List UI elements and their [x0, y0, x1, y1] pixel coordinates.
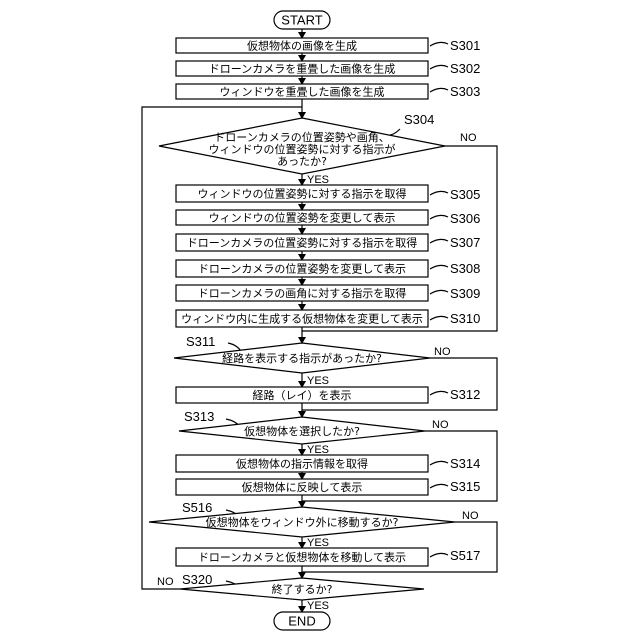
decision-text: 経路を表示する指示があったか? — [222, 351, 382, 365]
decision-text: 仮想物体をウィンドウ外に移動するか? — [206, 515, 399, 529]
no-label: NO — [434, 346, 451, 358]
step-id: S314 — [450, 456, 480, 471]
no-label: NO — [460, 132, 477, 144]
decision-text-line-1: ドローンカメラの位置姿勢や画角、 — [214, 130, 389, 144]
decision-id: S320 — [182, 572, 212, 587]
step-S307: ドローンカメラの位置姿勢に対する指示を取得 S307 — [176, 234, 480, 251]
decision-text: 仮想物体を選択したか? — [244, 424, 360, 438]
step-S310: ウィンドウ内に生成する仮想物体を変更して表示 S310 — [176, 310, 480, 327]
decision-text-line-3: あったか? — [277, 155, 327, 168]
step-id: S305 — [450, 187, 480, 202]
step-id: S309 — [450, 286, 480, 301]
step-text: ウィンドウの位置姿勢を変更して表示 — [209, 211, 396, 225]
step-text: ドローンカメラの位置姿勢に対する指示を取得 — [187, 236, 417, 250]
step-S305: ウィンドウの位置姿勢に対する指示を取得 S305 — [176, 185, 480, 202]
step-text: 仮想物体の指示情報を取得 — [236, 457, 368, 471]
step-id: S308 — [450, 261, 480, 276]
step-text: ドローンカメラと仮想物体を移動して表示 — [198, 550, 406, 564]
step-id: S301 — [450, 38, 480, 53]
decision-text: 終了するか? — [272, 582, 333, 596]
yes-label: YES — [307, 444, 329, 456]
step-S308: ドローンカメラの位置姿勢を変更して表示 S308 — [176, 260, 480, 277]
step-text: 仮想物体の画像を生成 — [247, 39, 357, 53]
yes-label: YES — [307, 600, 329, 612]
step-id: S306 — [450, 211, 480, 226]
decision-id: S304 — [404, 112, 434, 127]
step-text: ウィンドウ内に生成する仮想物体を変更して表示 — [181, 312, 423, 326]
no-label: NO — [462, 510, 479, 522]
step-text: ドローンカメラの画角に対する指示を取得 — [198, 286, 406, 300]
step-text: ウィンドウを重畳した画像を生成 — [220, 85, 385, 99]
step-S301: 仮想物体の画像を生成 S301 — [176, 38, 480, 53]
yes-label: YES — [307, 375, 329, 387]
start-terminal: START — [274, 11, 330, 29]
step-S303: ウィンドウを重畳した画像を生成 S303 — [176, 84, 480, 99]
step-id: S312 — [450, 387, 480, 402]
step-id: S307 — [450, 235, 480, 250]
decision-id: S516 — [182, 500, 212, 515]
step-id: S303 — [450, 84, 480, 99]
decision-S304: ドローンカメラの位置姿勢や画角、 ウィンドウの位置姿勢に対する指示が あったか?… — [159, 112, 477, 186]
decision-S311: 経路を表示する指示があったか? S311 NO YES — [174, 334, 451, 387]
start-label: START — [281, 13, 322, 28]
yes-label: YES — [307, 174, 329, 186]
step-S302: ドローンカメラを重畳した画像を生成 S302 — [176, 61, 480, 76]
step-id: S310 — [450, 311, 480, 326]
step-S312: 経路（レイ）を表示 S312 — [176, 387, 480, 403]
step-S517: ドローンカメラと仮想物体を移動して表示 S517 — [176, 548, 480, 566]
yes-label: YES — [307, 537, 329, 549]
decision-id: S311 — [186, 334, 215, 349]
decision-S516: 仮想物体をウィンドウ外に移動するか? S516 NO YES — [149, 500, 479, 549]
no-label: NO — [432, 419, 449, 431]
step-text: 経路（レイ）を表示 — [253, 388, 352, 402]
end-terminal: END — [274, 612, 330, 630]
step-S309: ドローンカメラの画角に対する指示を取得 S309 — [176, 285, 480, 301]
decision-S313: 仮想物体を選択したか? S313 NO YES — [179, 409, 449, 456]
step-id: S315 — [450, 479, 480, 494]
step-text: 仮想物体に反映して表示 — [242, 480, 363, 494]
decision-S320: 終了するか? S320 NO YES — [157, 572, 424, 612]
end-label: END — [288, 614, 315, 629]
step-id: S302 — [450, 61, 480, 76]
step-text: ドローンカメラを重畳した画像を生成 — [209, 62, 395, 76]
step-id: S517 — [450, 548, 480, 563]
step-S306: ウィンドウの位置姿勢を変更して表示 S306 — [176, 210, 480, 226]
step-S315: 仮想物体に反映して表示 S315 — [176, 479, 480, 495]
step-S314: 仮想物体の指示情報を取得 S314 — [176, 455, 480, 472]
no-label: NO — [157, 576, 174, 588]
decision-id: S313 — [184, 409, 214, 424]
decision-text-line-2: ウィンドウの位置姿勢に対する指示が — [209, 142, 396, 156]
step-text: ウィンドウの位置姿勢に対する指示を取得 — [198, 187, 407, 201]
step-text: ドローンカメラの位置姿勢を変更して表示 — [198, 262, 406, 276]
